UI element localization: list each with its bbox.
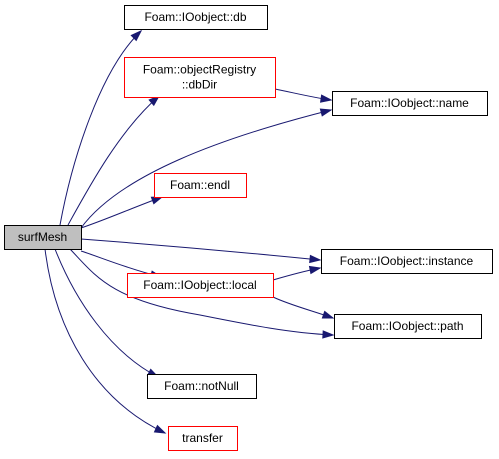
nodes-layer: surfMesh Foam::IOobject::dbFoam::objectRe… xyxy=(4,5,493,451)
node-box xyxy=(332,91,488,116)
edge-surfmesh-to-name xyxy=(80,108,333,229)
node-label: Foam::IOobject::local xyxy=(143,278,256,292)
edge-surfmesh-to-notnull xyxy=(54,248,160,378)
node-path[interactable]: Foam::IOobject::path xyxy=(334,314,482,339)
edge-surfmesh-to-instance xyxy=(80,238,322,264)
node-endl[interactable]: Foam::endl xyxy=(154,173,247,198)
node-box xyxy=(4,225,82,250)
node-box xyxy=(124,5,268,30)
node-label: Foam::endl xyxy=(170,178,230,192)
edge-surfmesh-to-dbdir xyxy=(67,95,161,226)
node-notnull[interactable]: Foam::notNull xyxy=(147,374,257,399)
edge-surfmesh-to-transfer xyxy=(44,248,167,434)
node-box xyxy=(334,314,482,339)
node-label: Foam::IOobject::db xyxy=(144,10,246,24)
node-box xyxy=(124,57,276,98)
node-surfmesh: surfMesh xyxy=(4,225,82,250)
arrowhead-icon xyxy=(321,310,335,319)
edge-local-to-path xyxy=(272,296,335,319)
node-name[interactable]: Foam::IOobject::name xyxy=(332,91,488,116)
edge-surfmesh-to-endl xyxy=(80,196,164,229)
node-label: ::dbDir xyxy=(182,78,217,92)
node-box xyxy=(168,426,238,451)
node-label: Foam::IOobject::name xyxy=(350,96,469,110)
node-label: Foam::objectRegistry xyxy=(143,63,256,77)
node-box xyxy=(147,374,257,399)
node-transfer[interactable]: transfer xyxy=(168,426,238,451)
edge-dbdir-to-name xyxy=(274,88,333,103)
arrowhead-icon xyxy=(308,265,322,275)
arrowhead-icon xyxy=(309,254,322,264)
arrowhead-icon xyxy=(322,330,335,339)
node-box xyxy=(127,273,274,298)
edge-local-to-instance xyxy=(272,265,322,281)
arrowhead-icon xyxy=(320,94,333,103)
arrowhead-icon xyxy=(150,196,164,205)
node-label: surfMesh xyxy=(18,230,67,244)
node-dbdir[interactable]: Foam::objectRegistry::dbDir xyxy=(124,57,276,98)
node-instance[interactable]: Foam::IOobject::instance xyxy=(321,249,493,274)
node-db[interactable]: Foam::IOobject::db xyxy=(124,5,268,30)
node-label: Foam::notNull xyxy=(164,379,239,393)
node-label: Foam::IOobject::path xyxy=(351,319,463,333)
edge-surfmesh-to-db xyxy=(59,29,143,226)
arrowhead-icon xyxy=(130,29,143,42)
edge-surfmesh-to-path xyxy=(69,248,335,339)
node-local[interactable]: Foam::IOobject::local xyxy=(127,273,274,298)
node-label: transfer xyxy=(182,431,223,445)
node-box xyxy=(154,173,247,198)
node-box xyxy=(321,249,493,274)
arrowhead-icon xyxy=(153,424,167,434)
arrowhead-icon xyxy=(319,108,333,117)
node-label: Foam::IOobject::instance xyxy=(340,254,474,268)
